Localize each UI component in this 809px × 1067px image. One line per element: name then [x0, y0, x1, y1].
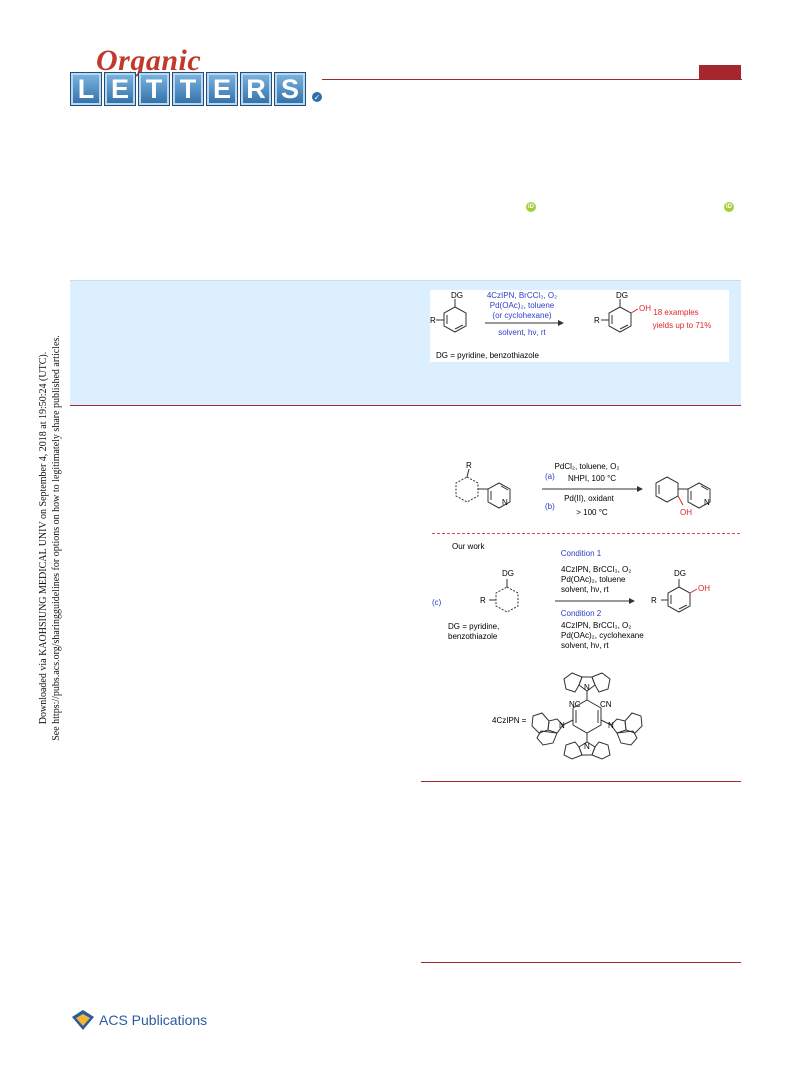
logo-letter: E [104, 72, 136, 106]
dg-label: DG [502, 569, 514, 578]
czipn-label: 4CzIPN = [492, 716, 527, 725]
condition-text: Pd(OAc)₂, toluene [561, 575, 626, 584]
oh-label: OH [680, 508, 692, 517]
toc-graphic: DG R 4CzIPN, BrCCl₃, O₂ Pd(OAc)₂, toluen… [430, 290, 729, 362]
n-label: N [704, 498, 710, 507]
logo-letter: R [240, 72, 272, 106]
r-label: R [480, 596, 486, 605]
n-label: N [584, 683, 590, 692]
toc-condition: Pd(OAc)₂, toluene [490, 301, 555, 310]
dg-definition: benzothiazole [448, 632, 498, 641]
n-label: N [502, 498, 508, 507]
condition-title: Condition 2 [561, 609, 602, 618]
journal-logo: L E T T E R S [70, 72, 306, 106]
n-label: N [584, 742, 590, 751]
toc-graphic-svg: DG R 4CzIPN, BrCCl₃, O₂ Pd(OAc)₂, toluen… [430, 291, 712, 360]
orcid-icon[interactable]: iD [526, 202, 536, 212]
toc-condition: (or cyclohexane) [492, 311, 551, 320]
header-rule [322, 79, 742, 80]
our-work-label: Our work [452, 542, 485, 551]
product-ring [601, 299, 639, 333]
n-label: N [608, 721, 614, 730]
condition-text: PdCl₂, toluene, O₂ [555, 462, 620, 471]
logo-letter: E [206, 72, 238, 106]
condition-text: NHPI, 100 °C [568, 474, 616, 483]
scheme-svg: R N PdCl₂, toluene, O₂ (a) NHPI, 100 °C … [432, 461, 711, 760]
arrow-head [629, 598, 635, 604]
acs-logo-icon [70, 1008, 96, 1032]
condition-text: Pd(OAc)₂, cyclohexane [561, 631, 644, 640]
logo-letter: L [70, 72, 102, 106]
condition-title: Condition 1 [561, 549, 602, 558]
condition-text: solvent, hν, rt [561, 585, 609, 594]
condition-text: Pd(II), oxidant [564, 494, 615, 503]
label-c: (c) [432, 598, 442, 607]
arrow-head [558, 320, 564, 326]
download-stamp-line: Downloaded via KAOHSIUNG MEDICAL UNIV on… [38, 351, 49, 725]
substrate-ring [489, 579, 519, 613]
toc-condition: solvent, hν, rt [498, 328, 546, 337]
r-label: R [594, 316, 600, 325]
logo-letter: T [172, 72, 204, 106]
arylpyridine-reactant [455, 468, 511, 509]
r-label: R [651, 596, 657, 605]
toc-condition: 4CzIPN, BrCCl₃, O₂ [487, 291, 557, 300]
oh-label: OH [698, 584, 710, 593]
r-label: R [430, 316, 436, 325]
czipn-structure [531, 672, 643, 760]
dg-definition: DG = pyridine, [448, 622, 499, 631]
dg-label: DG [451, 291, 463, 300]
label-a: (a) [545, 472, 555, 481]
journal-logo-script: Organic [96, 44, 202, 77]
benzene-ring [436, 299, 467, 333]
product-ring [661, 579, 698, 613]
scheme-figure: R N PdCl₂, toluene, O₂ (a) NHPI, 100 °C … [432, 455, 742, 780]
dg-label: DG [674, 569, 686, 578]
scheme-divider [432, 533, 740, 534]
abstract-rule [70, 405, 741, 406]
label-b: (b) [545, 502, 555, 511]
condition-text: 4CzIPN, BrCCl₃, O₂ [561, 565, 631, 574]
n-label: N [559, 721, 565, 730]
dg-definition: DG = pyridine, benzothiazole [436, 351, 540, 360]
publisher-name: ACS Publications [99, 1012, 208, 1028]
condition-text: 4CzIPN, BrCCl₃, O₂ [561, 621, 631, 630]
hydroxylated-product [655, 476, 711, 509]
oh-label: OH [639, 304, 651, 313]
toc-result: 18 examples [653, 308, 698, 317]
nc-label: NC [569, 700, 581, 709]
dg-label: DG [616, 291, 628, 300]
footnote-rule [421, 962, 741, 963]
r-label: R [466, 461, 472, 470]
download-stamp: Downloaded via KAOHSIUNG MEDICAL UNIV on… [37, 138, 63, 938]
orcid-icon[interactable]: iD [724, 202, 734, 212]
condition-text: > 100 °C [576, 508, 608, 517]
logo-letter: S [274, 72, 306, 106]
condition-text: solvent, hν, rt [561, 641, 609, 650]
toc-result: yields up to 71% [653, 321, 712, 330]
arrow-head [637, 486, 643, 492]
header-tab [699, 65, 741, 79]
logo-letter: T [138, 72, 170, 106]
download-stamp-line: See https://pubs.acs.org/sharingguidelin… [51, 335, 62, 741]
cn-label: CN [600, 700, 612, 709]
check-icon: ✓ [312, 92, 322, 102]
scheme-bottom-rule [421, 781, 741, 782]
